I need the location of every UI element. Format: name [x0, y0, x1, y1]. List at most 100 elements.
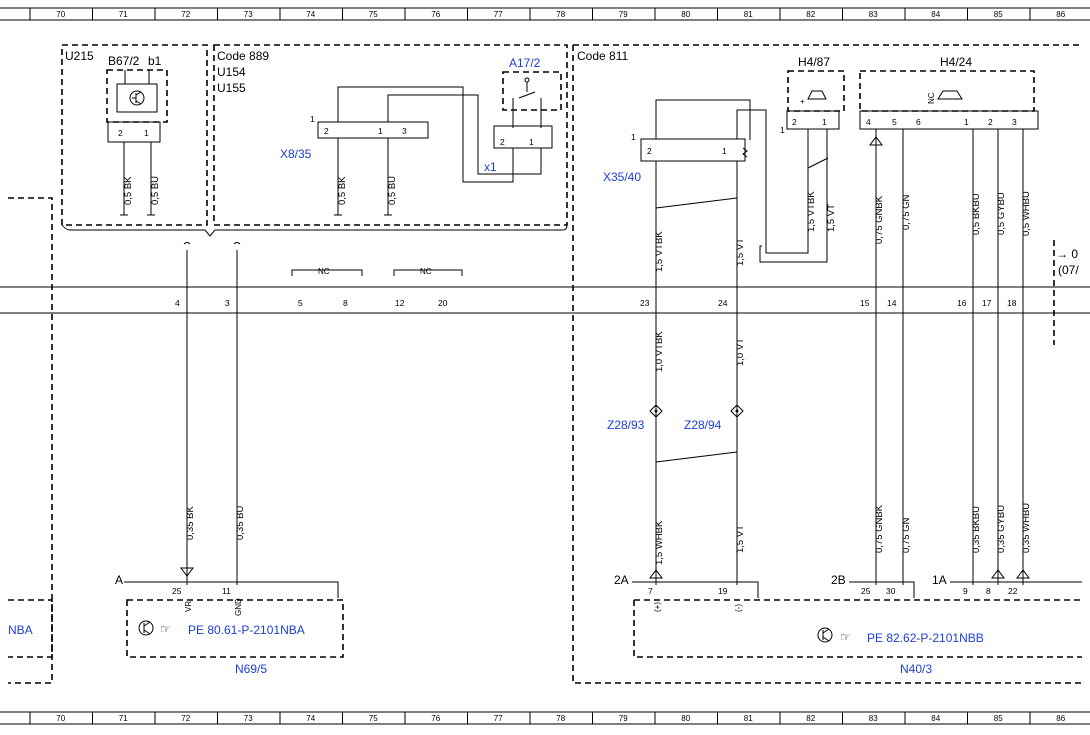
ruler-label: 75	[369, 714, 378, 723]
x35-40-connector: 1 2 1 X35/40	[603, 132, 748, 184]
n40-3-label: N40/3	[900, 662, 932, 676]
code889-component-group: Code 889 U154 U155 A17/2 2 1 x1 X8/35 1 …	[213, 44, 568, 226]
u215-label: U215	[65, 49, 94, 63]
wire-h424-3: 0,5 WHBU	[1021, 191, 1032, 236]
svg-text:2: 2	[324, 126, 329, 136]
ruler-label: 71	[119, 10, 128, 19]
wire-x35-1: 1,5 VT	[735, 238, 746, 266]
wire-h487-1: 1,5 VT	[826, 204, 837, 232]
x1-label: x1	[484, 160, 497, 174]
svg-text:1A: 1A	[932, 573, 947, 587]
n40-transistor-icon	[817, 627, 833, 643]
group-bracket	[61, 224, 568, 237]
svg-text:H4/24: H4/24	[940, 55, 972, 69]
svg-text:24: 24	[718, 298, 728, 308]
x8-35-label: X8/35	[280, 147, 312, 161]
u154-label: U154	[217, 65, 246, 79]
nc-bridge-12-20: NC 12 20	[393, 267, 463, 308]
ruler-label: 70	[56, 10, 65, 19]
svg-text:2: 2	[988, 117, 993, 127]
svg-text:4: 4	[175, 298, 180, 308]
wire-gybu-lower: 0,35 GYBU	[996, 505, 1007, 553]
code889-label: Code 889	[217, 49, 269, 63]
svg-text:3: 3	[402, 126, 407, 136]
svg-text:2: 2	[792, 117, 797, 127]
svg-text:+: +	[800, 97, 805, 106]
reference-pointer-icon-2: ☞	[840, 630, 851, 644]
switch-icon	[512, 77, 542, 128]
svg-text:NC: NC	[420, 267, 432, 276]
svg-text:1: 1	[378, 126, 383, 136]
ruler-label: 79	[619, 10, 628, 19]
nc-bridge-5-8: NC 5 8	[291, 267, 363, 308]
svg-text:1: 1	[144, 128, 149, 138]
code811-boundary	[572, 44, 1082, 684]
svg-text:A: A	[115, 573, 123, 587]
svg-text:25: 25	[861, 586, 871, 596]
svg-text:2: 2	[647, 146, 652, 156]
svg-text:2: 2	[118, 128, 123, 138]
h4-24-component: H4/24 NC 4 5 6 1 2 3	[859, 55, 1039, 130]
wire-x8-pin1: 0,5 BU	[387, 176, 398, 205]
splice-z28-93: Z28/93	[607, 404, 663, 432]
svg-text:18: 18	[1007, 298, 1017, 308]
wire-h487-2: 1,5 VTBK	[806, 191, 817, 232]
svg-text:2: 2	[500, 137, 505, 147]
ruler-label: 84	[931, 714, 940, 723]
svg-text:1: 1	[822, 117, 827, 127]
svg-text:17: 17	[982, 298, 992, 308]
u155-label: U155	[217, 81, 246, 95]
n69-reference[interactable]: PE 80.61-P-2101NBA	[188, 623, 305, 637]
svg-text:GND: GND	[234, 598, 243, 616]
wire-whbu-lower: 0,35 WHBU	[1021, 503, 1032, 553]
ruler-label: 76	[431, 10, 440, 19]
n40-3-module: 2A 7 19 (+) (-) 2B 25 30 1A 9 8 22 ☞ PE …	[614, 573, 1082, 676]
ruler-label: 83	[869, 10, 878, 19]
ruler-label: 78	[556, 714, 565, 723]
splice-z28-94: Z28/94	[684, 404, 744, 432]
svg-text:7: 7	[648, 586, 653, 596]
n69-5-module: A 25 11 VR GND ☞ PE 80.61-P-2101NBA N69/…	[115, 573, 344, 676]
left-module-boundary	[8, 197, 53, 684]
svg-text:12: 12	[395, 298, 405, 308]
svg-text:9: 9	[963, 586, 968, 596]
svg-text:1: 1	[631, 132, 636, 142]
ruler-label: 82	[806, 714, 815, 723]
wire-x35-2: 1,5 VTBK	[654, 231, 665, 272]
sensor-transistor-icon	[129, 90, 145, 106]
svg-text:1: 1	[529, 137, 534, 147]
svg-text:2A: 2A	[614, 573, 629, 587]
svg-text:11: 11	[222, 586, 231, 596]
ruler-label: 72	[181, 10, 190, 19]
n69-5-label: N69/5	[235, 662, 267, 676]
left-cut-reference: NBA	[8, 623, 33, 637]
horn-icon-2	[937, 90, 963, 100]
svg-text:23: 23	[640, 298, 650, 308]
svg-text:1: 1	[722, 146, 727, 156]
svg-text:6: 6	[916, 117, 921, 127]
ruler-label: 77	[494, 10, 503, 19]
ruler-label: 78	[556, 10, 565, 19]
svg-text:8: 8	[343, 298, 348, 308]
svg-text:3: 3	[1012, 117, 1017, 127]
ruler-label: 74	[306, 10, 315, 19]
wire-u215-pin2: 0,5 BK	[123, 176, 134, 205]
svg-text:(-): (-)	[734, 604, 743, 612]
svg-text:4: 4	[866, 117, 871, 127]
wire-bkbu-lower: 0,35 BKBU	[971, 506, 982, 553]
ruler-label: 74	[306, 714, 315, 723]
svg-text:VR: VR	[184, 601, 193, 612]
svg-text:25: 25	[172, 586, 182, 596]
reference-pointer-icon: ☞	[160, 622, 171, 636]
n40-reference[interactable]: PE 82.62-P-2101NBB	[867, 631, 984, 645]
ground-arrow-up-icon	[869, 136, 883, 146]
svg-text:1: 1	[310, 114, 315, 124]
ruler-label: 77	[494, 714, 503, 723]
ruler-label: 81	[744, 714, 753, 723]
svg-text:30: 30	[886, 586, 896, 596]
ruler-label: 82	[806, 10, 815, 19]
ruler-label: 70	[56, 714, 65, 723]
